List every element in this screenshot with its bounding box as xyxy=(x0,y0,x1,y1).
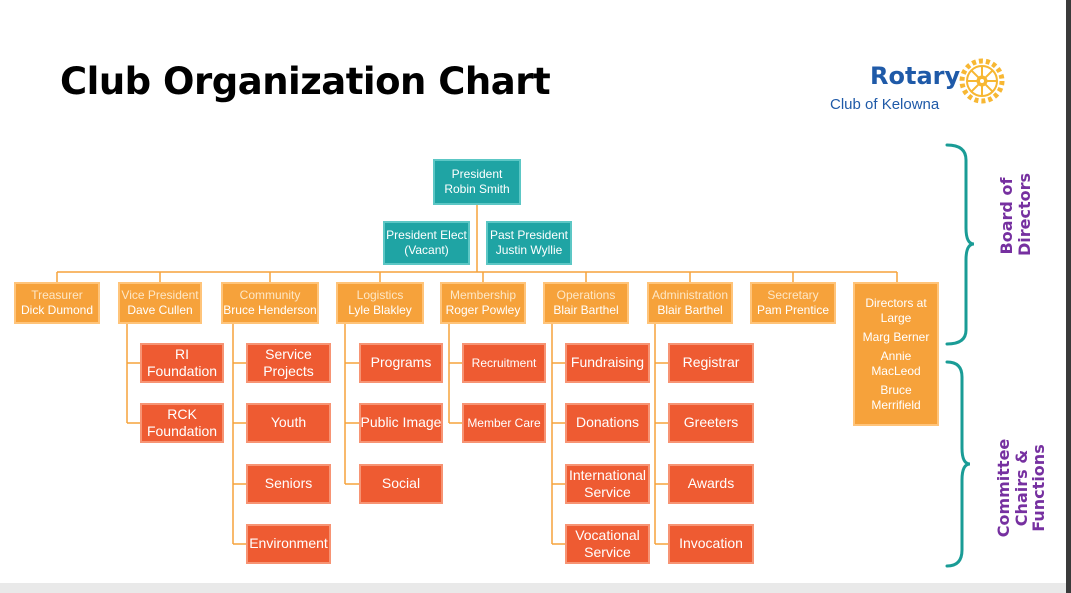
director-name: Blair Barthel xyxy=(553,303,619,317)
committee-awards: Awards xyxy=(668,464,754,504)
committee-label: Environment xyxy=(249,535,328,552)
committee-chairs-label: Committee Chairs & Functions xyxy=(994,408,1061,568)
director-box-vice-president: Vice President Dave Cullen xyxy=(118,282,202,324)
slide-footer-bar xyxy=(0,583,1066,593)
committee-ri-foundation: RI Foundation xyxy=(140,343,224,383)
committee-label: RI Foundation xyxy=(146,345,218,380)
past-president-name: Justin Wyllie xyxy=(495,243,563,257)
director-title: Treasurer xyxy=(31,288,83,302)
director-at-large-name: Marg Berner xyxy=(862,329,930,344)
window-edge xyxy=(1066,0,1071,593)
director-box-logistics: Logistics Lyle Blakley xyxy=(336,282,424,324)
director-name: Blair Barthel xyxy=(657,303,723,317)
committee-label: Registrar xyxy=(682,354,740,371)
president-elect-box: President Elect (Vacant) xyxy=(383,221,470,265)
committee-international-service: International Service xyxy=(565,464,650,504)
director-title: Vice President xyxy=(121,288,199,302)
logo-subtitle: Club of Kelowna xyxy=(830,96,940,113)
director-name: Pam Prentice xyxy=(756,303,830,317)
director-title: Logistics xyxy=(356,288,404,302)
president-name: Robin Smith xyxy=(444,182,510,196)
committee-label: Service Projects xyxy=(263,345,314,380)
director-title: Administration xyxy=(651,288,729,302)
president-box: President Robin Smith xyxy=(433,159,521,205)
director-at-large-name: Annie MacLeod xyxy=(871,348,921,378)
board-label-text: Board of Directors xyxy=(997,172,1034,256)
directors-at-large-title: Directors at Large xyxy=(865,295,927,325)
committee-donations: Donations xyxy=(565,403,650,443)
committee-fundraising: Fundraising xyxy=(565,343,650,383)
committee-label: International Service xyxy=(568,466,647,501)
committee-social: Social xyxy=(359,464,443,504)
committee-label: Member Care xyxy=(467,415,541,430)
committee-label: Programs xyxy=(370,354,432,371)
committee-label: Donations xyxy=(575,414,640,431)
director-at-large-name: Bruce Merrifield xyxy=(871,382,921,412)
page-title: Club Organization Chart xyxy=(60,60,551,103)
director-name: Bruce Henderson xyxy=(223,303,317,317)
committee-seniors: Seniors xyxy=(246,464,331,504)
committee-label: Seniors xyxy=(264,475,313,492)
director-title: Membership xyxy=(449,288,517,302)
director-title: Operations xyxy=(556,288,616,302)
logo-wordmark: Rotary xyxy=(870,62,961,90)
director-box-secretary: Secretary Pam Prentice xyxy=(750,282,836,324)
director-box-administration: Administration Blair Barthel xyxy=(647,282,733,324)
board-of-directors-label: Board of Directors xyxy=(997,156,1038,276)
directors-at-large-box: Directors at Large Marg Berner Annie Mac… xyxy=(853,282,939,426)
director-name: Lyle Blakley xyxy=(348,303,412,317)
committee-label: Awards xyxy=(687,475,735,492)
committee-youth: Youth xyxy=(246,403,331,443)
director-box-treasurer: Treasurer Dick Dumond xyxy=(14,282,100,324)
director-title: Secretary xyxy=(767,288,819,302)
committee-label: Youth xyxy=(270,414,307,431)
committee-label: Fundraising xyxy=(570,354,645,371)
president-elect-name: (Vacant) xyxy=(404,243,449,257)
committee-vocational-service: Vocational Service xyxy=(565,524,650,564)
director-box-community: Community Bruce Henderson xyxy=(221,282,319,324)
committee-service-projects: Service Projects xyxy=(246,343,331,383)
committee-registrar: Registrar xyxy=(668,343,754,383)
director-box-membership: Membership Roger Powley xyxy=(440,282,526,324)
committee-rck-foundation: RCK Foundation xyxy=(140,403,224,443)
director-name: Dick Dumond xyxy=(20,303,94,317)
director-box-operations: Operations Blair Barthel xyxy=(543,282,629,324)
director-name: Roger Powley xyxy=(445,303,521,317)
director-title: Community xyxy=(239,288,301,302)
committee-label-text: Committee Chairs & Functions xyxy=(994,438,1049,538)
committee-label: RCK Foundation xyxy=(146,405,218,440)
committee-greeters: Greeters xyxy=(668,403,754,443)
president-elect-title: President Elect xyxy=(386,228,467,242)
committee-label: Social xyxy=(381,475,421,492)
president-title: President xyxy=(451,167,503,181)
past-president-box: Past President Justin Wyllie xyxy=(486,221,572,265)
committee-label: Invocation xyxy=(679,535,743,552)
committee-environment: Environment xyxy=(246,524,331,564)
committee-label: Greeters xyxy=(683,414,739,431)
director-name: Dave Cullen xyxy=(127,303,193,317)
committee-public-image: Public Image xyxy=(359,403,443,443)
committee-member-care: Member Care xyxy=(462,403,546,443)
committee-label: Recruitment xyxy=(471,355,537,370)
committee-programs: Programs xyxy=(359,343,443,383)
committee-invocation: Invocation xyxy=(668,524,754,564)
committee-label: Public Image xyxy=(360,414,442,431)
past-president-title: Past President xyxy=(489,228,569,242)
rotary-wheel-icon xyxy=(959,58,1005,104)
committee-label: Vocational Service xyxy=(575,526,640,561)
committee-recruitment: Recruitment xyxy=(462,343,546,383)
